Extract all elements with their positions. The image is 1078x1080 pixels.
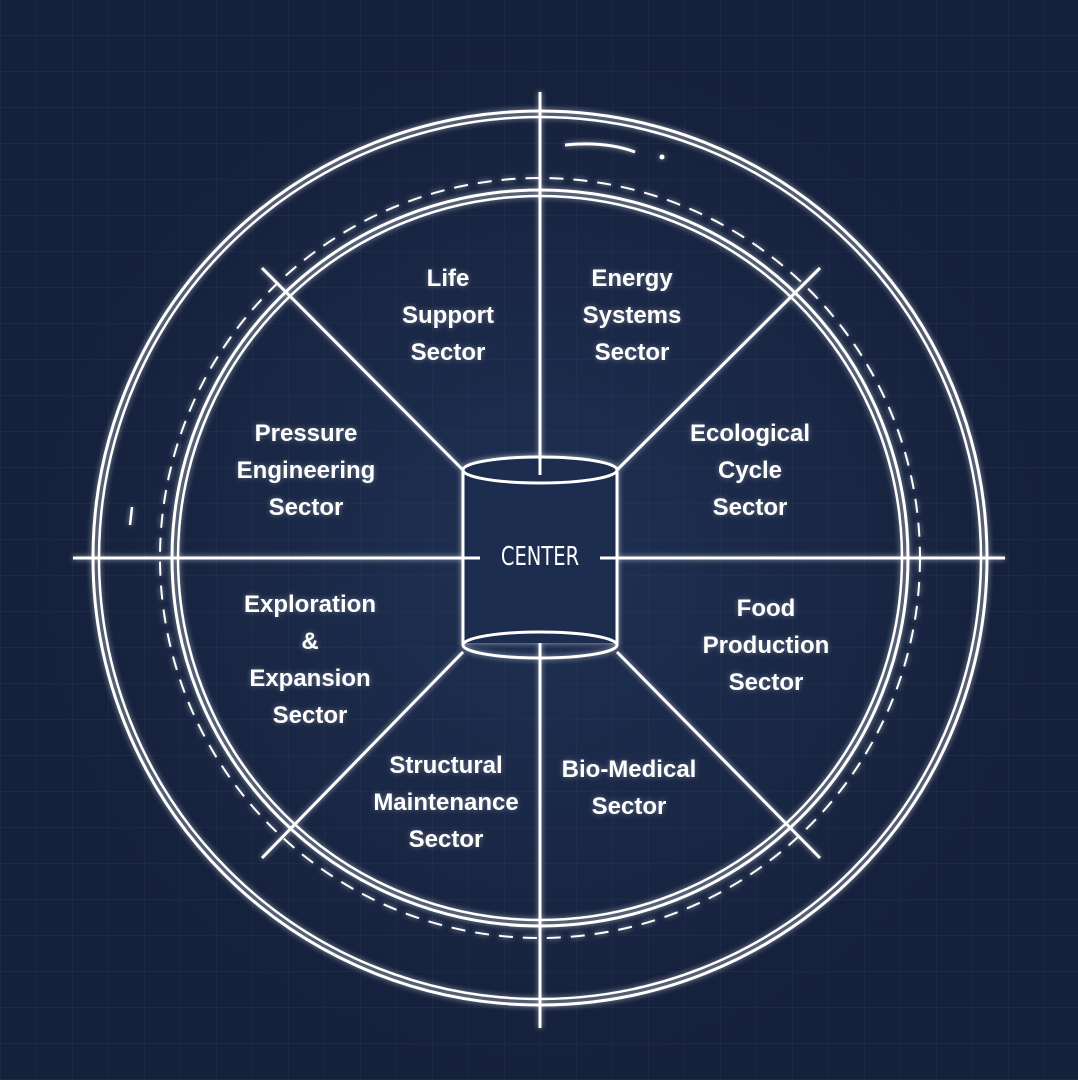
sector-exploration-expansion: Exploration & Expansion Sector: [243, 591, 376, 729]
sector-structural-maintenance: Structural Maintenance Sector: [373, 752, 519, 853]
sector-pressure-engineering: Pressure Engineering Sector: [236, 420, 376, 521]
sector-ecological-cycle: Ecological Cycle Sector: [689, 420, 811, 521]
highlight-tick: [128, 506, 134, 526]
highlight-arc: [564, 142, 636, 154]
divider-bottom-right: [615, 650, 822, 860]
sector-bio-medical: Bio-Medical Sector: [561, 756, 697, 820]
sector-food-production: Food Production Sector: [702, 595, 830, 696]
divider-top-right: [615, 266, 822, 472]
divider-top-left: [260, 266, 465, 472]
center-label: CENTER: [500, 542, 580, 572]
sector-life-support: Life Support Sector: [402, 265, 494, 366]
highlight-dot: [659, 154, 665, 160]
cylinder-bottom: [461, 630, 619, 660]
sector-energy-systems: Energy Systems Sector: [582, 265, 682, 366]
cylinder-body-fill: [463, 470, 617, 643]
divider-bottom-left: [260, 650, 465, 860]
